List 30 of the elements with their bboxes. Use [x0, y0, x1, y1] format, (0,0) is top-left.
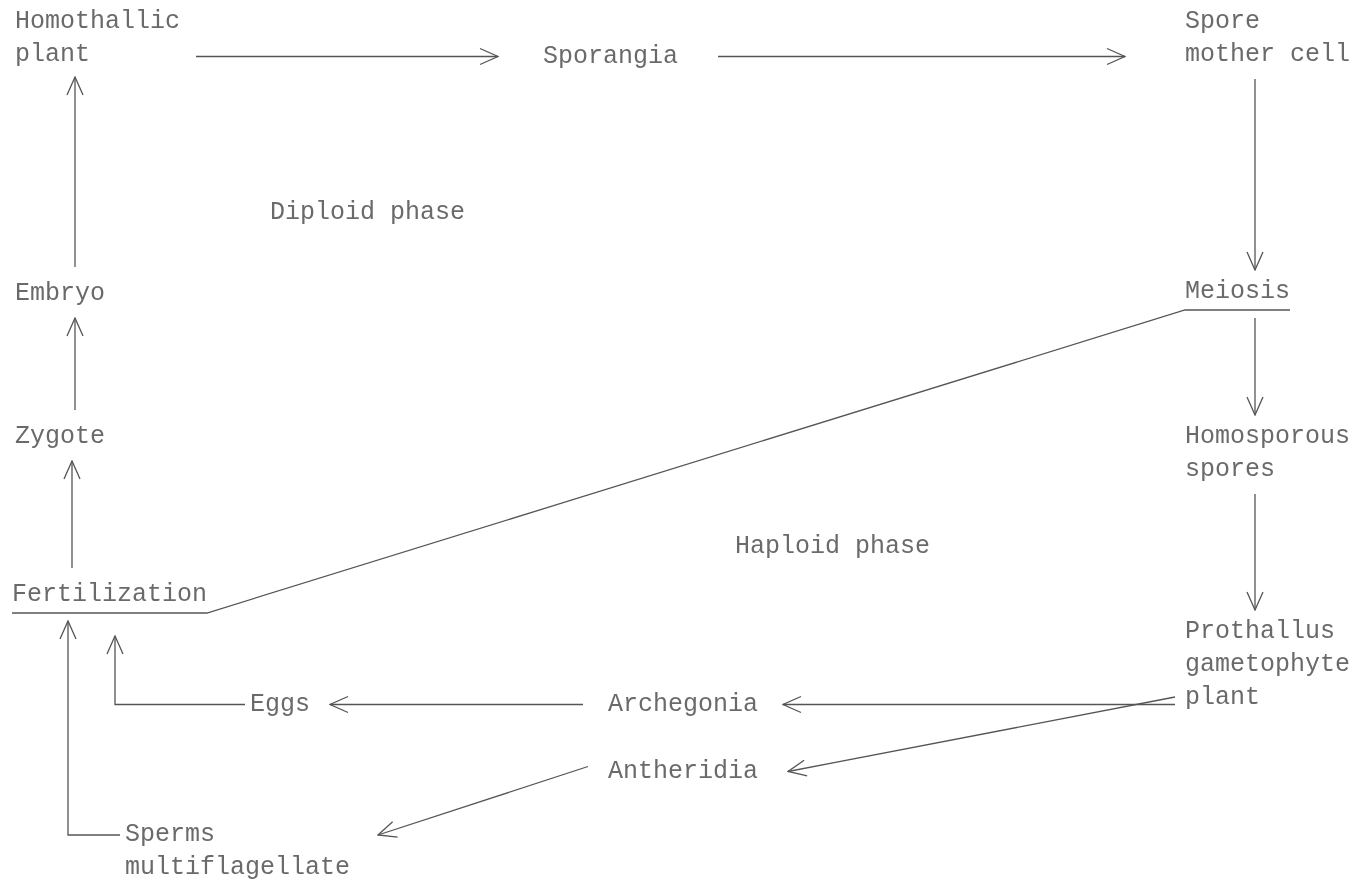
stage-label: Homosporous spores	[1185, 420, 1358, 486]
arrow	[195, 47, 499, 66]
arrow	[63, 460, 81, 569]
arrow	[329, 695, 584, 714]
stage-label: Fertilization	[12, 578, 208, 611]
stage-label: Sporangia	[543, 40, 679, 73]
connector-line	[11, 309, 1291, 614]
stage-label: Homothallic plant	[15, 5, 188, 71]
stage-label: Prothallus gametophyte plant	[1185, 615, 1358, 714]
arrow	[59, 620, 121, 836]
arrow	[106, 635, 246, 706]
stage-label: Meiosis	[1185, 275, 1291, 308]
stage-label: Antheridia	[608, 755, 759, 788]
arrow	[1246, 78, 1264, 271]
arrow	[66, 76, 84, 268]
stage-label: Archegonia	[608, 688, 759, 721]
stage-label: Spore mother cell	[1185, 5, 1358, 71]
phase-label: Diploid phase	[270, 197, 466, 229]
arrow	[66, 317, 84, 411]
arrow	[782, 695, 1176, 714]
arrow	[787, 696, 1176, 777]
arrow	[717, 47, 1126, 66]
arrow	[1246, 317, 1264, 416]
arrow	[1246, 493, 1264, 611]
stage-label: Zygote	[15, 420, 105, 453]
stage-label: Embryo	[15, 277, 105, 310]
stage-label: Sperms multiflagellate	[125, 818, 358, 884]
phase-label: Haploid phase	[735, 531, 931, 563]
arrow	[377, 765, 589, 838]
stage-label: Eggs	[250, 688, 310, 721]
